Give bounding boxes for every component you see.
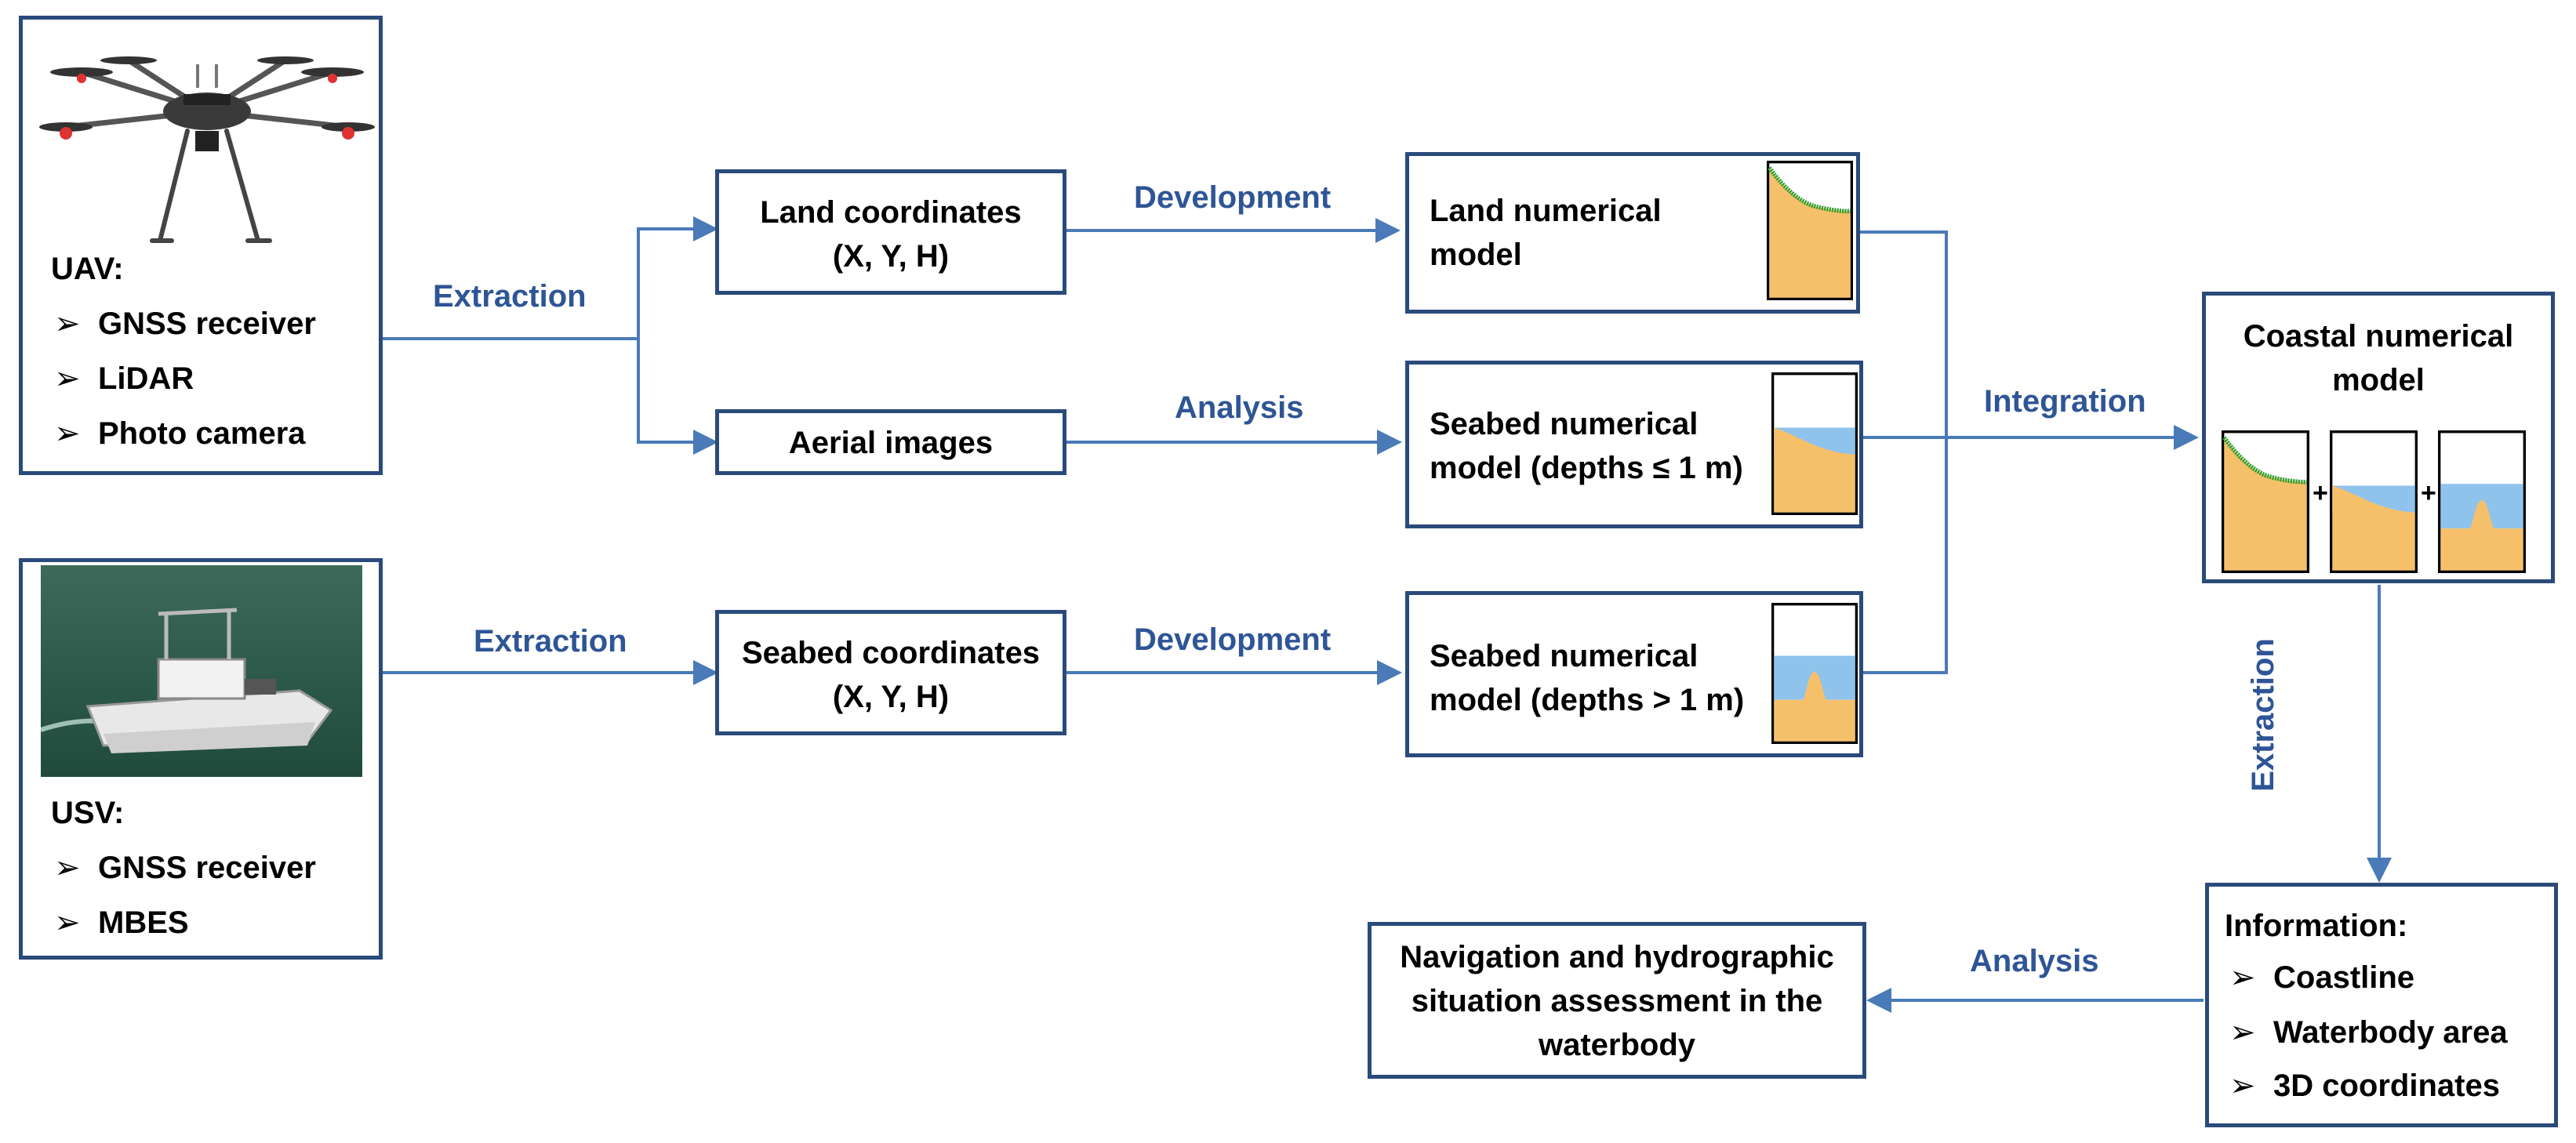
label-extraction-vertical: Extraction xyxy=(2246,638,2280,792)
plus-sign-1: + xyxy=(2313,478,2328,508)
information-box: Information: Coastline Waterbody area 3D… xyxy=(2205,883,2558,1127)
land-model-line1: Land numerical xyxy=(1430,194,1662,228)
coastal-deep-thumbnail xyxy=(2438,430,2526,573)
coastal-model-line2: model xyxy=(2332,363,2425,397)
navigation-line1: Navigation and hydrographic xyxy=(1400,940,1834,974)
seabed-coordinates-line1: Seabed coordinates xyxy=(741,636,1041,670)
label-analysis-info: Analysis xyxy=(1970,944,2099,978)
label-analysis-aerial: Analysis xyxy=(1175,390,1304,425)
uav-item-lidar: LiDAR xyxy=(54,357,194,401)
information-item-3d: 3D coordinates xyxy=(2229,1064,2500,1108)
label-development-land: Development xyxy=(1134,180,1332,215)
usv-title: USV: xyxy=(51,796,125,830)
uav-box: UAV: GNSS receiver LiDAR Photo camera xyxy=(19,16,383,475)
land-coordinates-line2: (X, Y, H) xyxy=(832,239,950,274)
seabed-deep-thumbnail xyxy=(1771,603,1858,744)
land-coordinates-line1: Land coordinates xyxy=(760,195,1022,230)
uav-item-gnss: GNSS receiver xyxy=(54,302,316,346)
label-development-seabed: Development xyxy=(1134,622,1332,657)
arrow-uav-to-aerial-images xyxy=(637,339,718,455)
seabed-model-shallow-line1: Seabed numerical xyxy=(1430,407,1699,441)
land-model-box: Land numerical model xyxy=(1405,152,1860,314)
seabed-model-deep-line2: model (depths > 1 m) xyxy=(1430,683,1745,717)
land-coordinates-box: Land coordinates (X, Y, H) xyxy=(715,169,1066,295)
usv-photo-icon xyxy=(41,565,362,777)
usv-box: USV: GNSS receiver MBES xyxy=(19,558,383,960)
drone-photo-icon xyxy=(39,56,375,243)
seabed-model-deep-box: Seabed numerical model (depths > 1 m) xyxy=(1405,591,1863,757)
seabed-shallow-thumbnail xyxy=(1771,372,1858,515)
seabed-coordinates-box: Seabed coordinates (X, Y, H) xyxy=(715,610,1066,735)
integration-line-land xyxy=(1860,230,1948,674)
land-profile-thumbnail xyxy=(1767,161,1853,300)
label-extraction-usv: Extraction xyxy=(474,624,627,659)
label-extraction-uav: Extraction xyxy=(433,279,587,314)
seabed-model-shallow-line2: model (depths ≤ 1 m) xyxy=(1430,451,1743,485)
uav-item-camera: Photo camera xyxy=(54,412,306,455)
label-integration: Integration xyxy=(1984,384,2146,419)
information-title: Information: xyxy=(2225,909,2408,943)
navigation-line3: waterbody xyxy=(1538,1028,1696,1062)
information-item-coastline: Coastline xyxy=(2229,956,2414,1000)
seabed-model-shallow-box: Seabed numerical model (depths ≤ 1 m) xyxy=(1405,361,1863,528)
coastal-model-box: Coastal numerical model + + xyxy=(2202,292,2555,583)
navigation-line2: situation assessment in the xyxy=(1411,984,1823,1018)
information-item-waterbody: Waterbody area xyxy=(2229,1011,2508,1054)
seabed-coordinates-line2: (X, Y, H) xyxy=(832,680,950,714)
aerial-images-label: Aerial images xyxy=(788,426,994,460)
navigation-box: Navigation and hydrographic situation as… xyxy=(1368,922,1866,1079)
uav-title: UAV: xyxy=(51,252,124,286)
seabed-model-deep-line1: Seabed numerical xyxy=(1430,639,1699,673)
land-model-line2: model xyxy=(1430,238,1522,272)
usv-item-mbes: MBES xyxy=(54,901,189,945)
coastal-model-line1: Coastal numerical xyxy=(2243,319,2514,354)
coastal-shallow-thumbnail xyxy=(2330,430,2418,573)
usv-item-gnss: GNSS receiver xyxy=(54,846,316,890)
aerial-images-box: Aerial images xyxy=(715,409,1066,475)
plus-sign-2: + xyxy=(2421,478,2436,508)
arrow-uav-to-land-coordinates xyxy=(380,216,718,340)
coastal-land-thumbnail xyxy=(2222,430,2309,573)
